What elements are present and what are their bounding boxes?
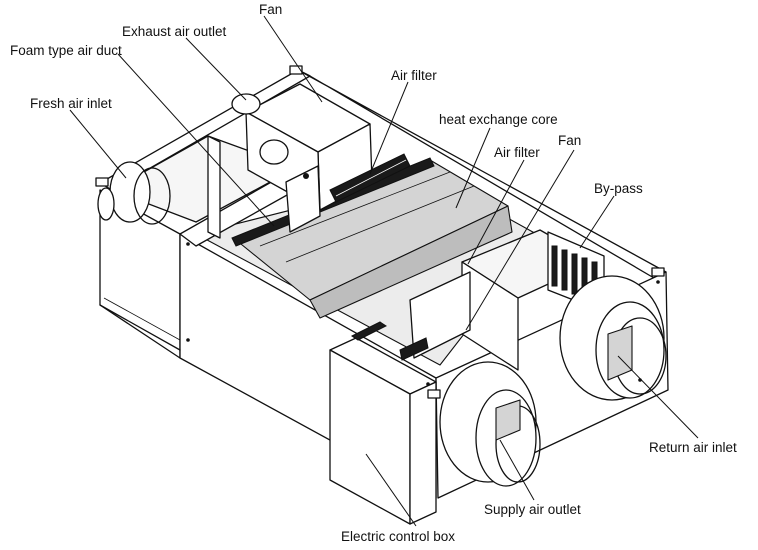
label-fan-right: Fan xyxy=(558,133,581,148)
leader-air-filter-top xyxy=(369,81,409,175)
leader-exhaust-air-outlet xyxy=(185,37,247,101)
label-exhaust-air-outlet: Exhaust air outlet xyxy=(122,24,227,39)
exhaust-outlet-ring xyxy=(231,93,261,115)
leader-fan-right xyxy=(465,149,575,331)
core-line-2 xyxy=(285,185,475,263)
fresh-air-spigot xyxy=(97,161,171,225)
return-damper xyxy=(607,325,633,381)
label-return-air-inlet: Return air inlet xyxy=(649,440,737,455)
label-electric-control-box: Electric control box xyxy=(341,529,455,544)
bracket xyxy=(95,177,109,187)
bypass-louver xyxy=(551,245,558,287)
supply-fan-box xyxy=(409,271,471,359)
control-box-connector xyxy=(351,321,387,341)
bolt xyxy=(656,280,660,284)
filter-line xyxy=(335,159,407,197)
bracket xyxy=(427,389,441,399)
fan-ring-rear xyxy=(259,139,289,165)
label-supply-air-outlet: Supply air outlet xyxy=(484,502,581,517)
control-box-side xyxy=(409,381,437,525)
fresh-air-opening xyxy=(133,167,171,225)
leader-lines xyxy=(69,15,699,527)
foam-duct xyxy=(285,165,321,233)
flange-line xyxy=(99,304,181,351)
bolt xyxy=(426,382,430,386)
leader-fan-top xyxy=(263,15,323,103)
left-compartment-post xyxy=(207,135,221,239)
supply-ring xyxy=(475,389,537,487)
label-fresh-air-inlet: Fresh air inlet xyxy=(30,96,112,111)
supply-damper xyxy=(495,399,521,441)
bypass-louver xyxy=(561,249,568,291)
bracket xyxy=(289,65,303,75)
leader-supply-air-outlet xyxy=(499,439,535,501)
leader-fresh-air-inlet xyxy=(69,109,127,179)
label-heat-exchange-core: heat exchange core xyxy=(439,112,558,127)
fresh-air-ring-back xyxy=(97,187,115,221)
core-front-face xyxy=(309,205,513,319)
leader-electric-control-box xyxy=(365,453,417,527)
bracket xyxy=(651,267,665,277)
bolt xyxy=(303,173,309,179)
core-line-1 xyxy=(259,171,451,247)
label-foam-type-air-duct: Foam type air duct xyxy=(10,43,122,58)
label-by-pass: By-pass xyxy=(594,181,643,196)
leader-foam-type-air-duct xyxy=(117,53,275,227)
flange-line-2 xyxy=(103,297,181,341)
leader-by-pass xyxy=(579,195,615,249)
electric-control-box-shape xyxy=(329,321,437,525)
labels: Fan Exhaust air outlet Foam type air duc… xyxy=(10,2,737,544)
bolt xyxy=(186,338,190,342)
filters xyxy=(285,153,411,233)
leader-air-filter-right xyxy=(467,159,525,265)
air-filter-right xyxy=(399,337,429,361)
label-air-filter-right: Air filter xyxy=(494,145,540,160)
return-air-spigot xyxy=(559,275,667,401)
leader-return-air-inlet xyxy=(617,355,699,439)
bypass-louver xyxy=(571,253,578,295)
bolt xyxy=(186,242,190,246)
supply-air-spigot xyxy=(439,361,541,487)
label-air-filter-top: Air filter xyxy=(391,68,437,83)
air-filter-top xyxy=(329,153,411,203)
leader-heat-exchange-core xyxy=(455,127,491,209)
label-fan-top: Fan xyxy=(259,2,282,17)
